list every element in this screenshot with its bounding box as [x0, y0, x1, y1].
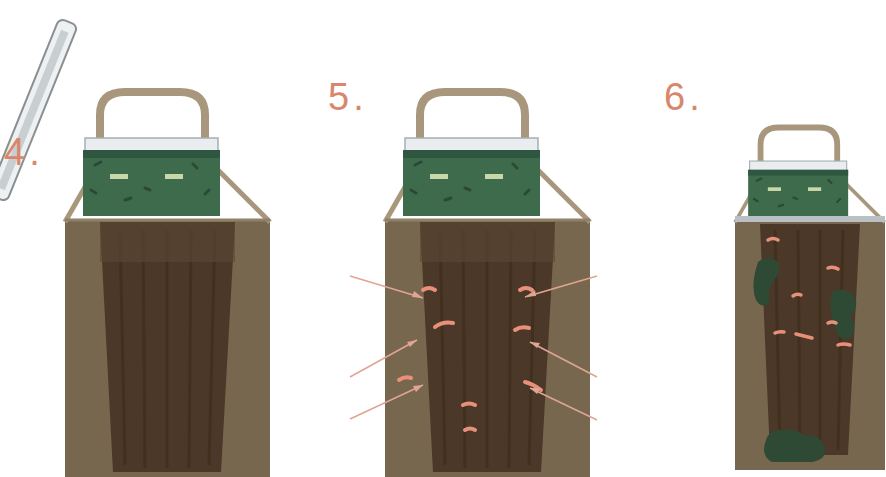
buried-tube — [760, 224, 860, 455]
compost-clump — [831, 290, 857, 339]
worm — [463, 404, 475, 406]
soil — [735, 222, 885, 470]
step-number: 5. — [328, 78, 368, 116]
arrow-head — [407, 340, 417, 347]
arrow-line — [350, 276, 423, 298]
arrow-head — [530, 388, 540, 394]
arrow-line — [525, 276, 597, 297]
worm — [423, 288, 435, 290]
lid-body — [0, 18, 78, 202]
tube-ribs — [775, 230, 843, 452]
bucket-flange — [735, 216, 885, 222]
lid — [0, 18, 78, 202]
compost-clump — [753, 258, 779, 306]
compost-bucket — [385, 92, 590, 222]
worm — [838, 344, 850, 345]
worms — [399, 288, 541, 430]
step-number: 4. — [4, 133, 44, 171]
arrow-line — [530, 388, 597, 420]
worm — [515, 327, 529, 330]
worms — [768, 239, 850, 346]
worm — [828, 267, 838, 269]
arrow-head — [525, 290, 536, 297]
arrow-head — [412, 291, 423, 298]
worm — [828, 322, 836, 323]
compost-bucket — [65, 92, 270, 222]
worm — [775, 332, 784, 333]
worm — [465, 429, 475, 431]
panel-6 — [735, 127, 885, 470]
worm — [768, 239, 778, 241]
panel-5 — [350, 92, 597, 477]
soil-block — [385, 220, 590, 477]
arrow-head — [530, 342, 540, 348]
step-number: 6. — [664, 78, 704, 116]
worm — [520, 288, 532, 290]
worm — [435, 323, 453, 328]
worm — [796, 334, 812, 338]
arrow-heads — [407, 290, 540, 394]
arrow-head — [413, 385, 423, 392]
arrow-line — [350, 385, 423, 419]
compost-clump — [764, 430, 825, 462]
arrows — [350, 276, 597, 420]
arrow-line — [350, 340, 417, 377]
panel-4 — [65, 92, 270, 477]
soil-block — [65, 220, 270, 477]
worm — [399, 377, 411, 380]
compost-bucket — [735, 127, 885, 222]
worm — [793, 294, 801, 296]
lid-edge — [0, 30, 69, 191]
compost-bucket — [735, 127, 885, 222]
arrow-line — [530, 342, 597, 377]
